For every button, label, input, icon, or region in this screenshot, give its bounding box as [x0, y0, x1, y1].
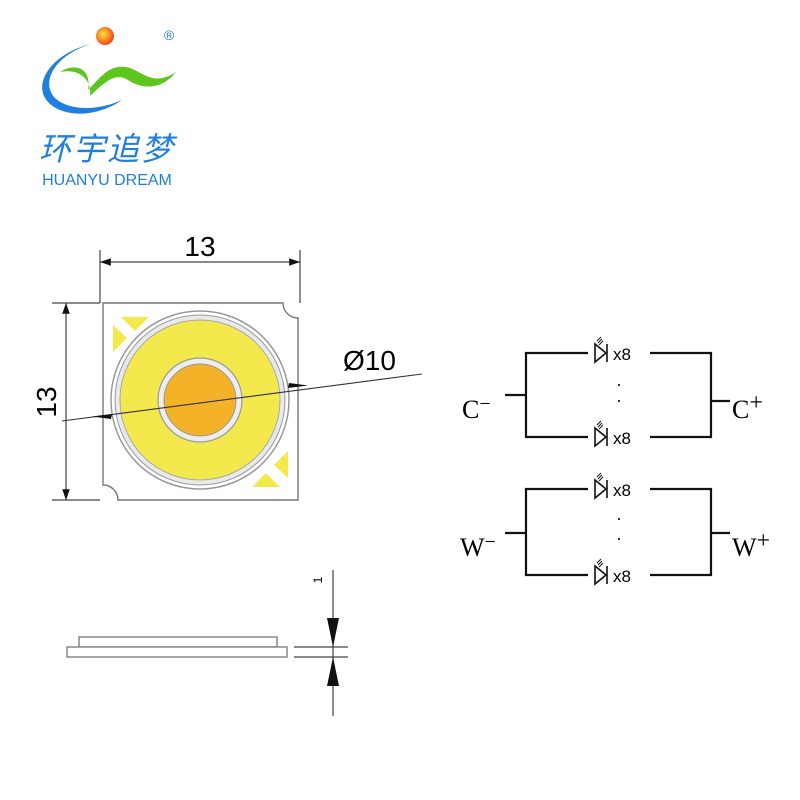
- pad-triangle: [274, 451, 288, 478]
- logo-chinese-name: 环宇追梦: [39, 130, 178, 168]
- string-count: x8: [613, 345, 631, 364]
- c-minus-label: C−: [462, 393, 491, 424]
- diameter-line: [61, 373, 423, 422]
- w-plus-label: W+: [732, 528, 770, 562]
- green-wave-icon: [60, 66, 176, 96]
- string-count: x8: [613, 481, 631, 500]
- sun-icon: [96, 27, 114, 45]
- pad-triangle: [252, 473, 280, 487]
- led-diode-icon: [594, 472, 608, 499]
- diameter-label: Ø10: [343, 345, 396, 376]
- thickness-label: 1: [311, 576, 325, 583]
- side-view: 1: [66, 570, 348, 716]
- led-diode-icon: [594, 420, 608, 447]
- circuit-warm-white: x8 x8 W− W+: [460, 472, 770, 586]
- lens-layer: [78, 636, 278, 648]
- logo-english-name: HUANYU DREAM: [42, 172, 172, 189]
- string-count: x8: [613, 567, 631, 586]
- c-plus-label: C+: [732, 390, 763, 424]
- registered-mark: ®: [164, 27, 175, 43]
- inner-led-area: [163, 363, 237, 437]
- led-diode-icon: [594, 336, 608, 363]
- substrate-layer: [66, 646, 288, 658]
- w-minus-label: W−: [460, 531, 496, 562]
- pad-triangle: [113, 325, 127, 352]
- circuit-cool-white: x8 x8 C− C+: [462, 336, 763, 448]
- pad-triangle: [121, 317, 149, 331]
- top-view: 13 13 Ø10: [31, 231, 423, 501]
- height-label: 13: [31, 386, 62, 417]
- string-count: x8: [613, 429, 631, 448]
- width-label: 13: [184, 231, 215, 262]
- logo: ® 环宇追梦 HUANYU DREAM: [39, 27, 178, 189]
- led-diode-icon: [594, 558, 608, 585]
